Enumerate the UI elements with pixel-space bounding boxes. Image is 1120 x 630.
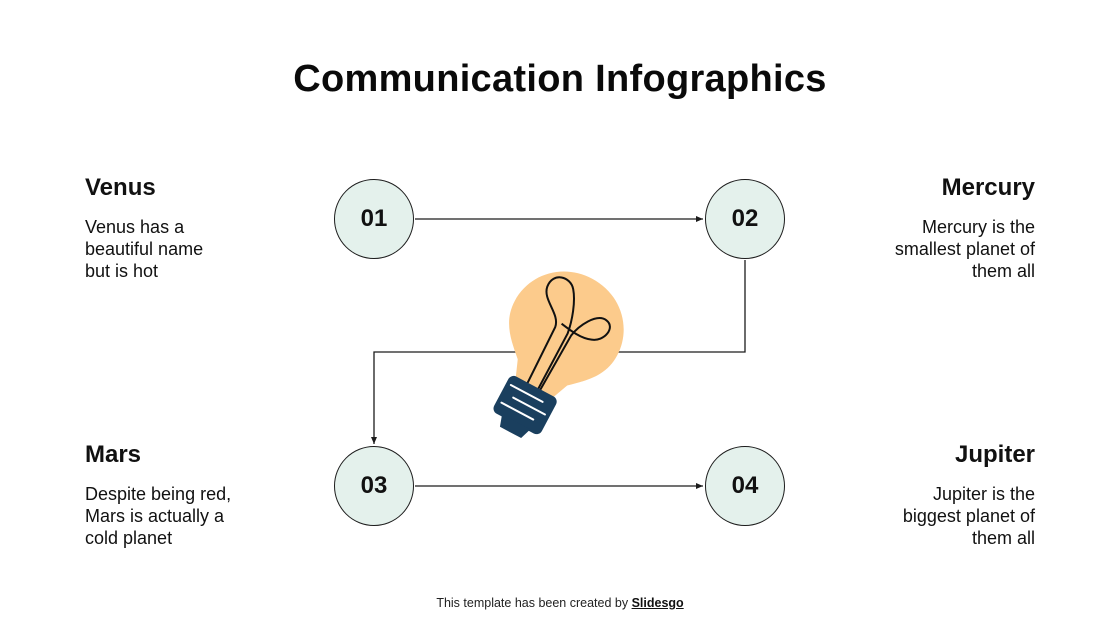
info-text-line: cold planet bbox=[85, 528, 173, 548]
info-text-line: Jupiter is the bbox=[932, 484, 1035, 504]
slide-title: Communication Infographics bbox=[293, 58, 827, 100]
info-text-line: them all bbox=[971, 261, 1035, 281]
info-text-line: beautiful name bbox=[85, 239, 204, 259]
info-text-line: biggest planet of bbox=[902, 506, 1035, 526]
info-heading: Venus bbox=[85, 174, 156, 201]
step-node-03: 03 bbox=[334, 446, 414, 526]
info-text-line: Mercury is the bbox=[921, 217, 1035, 237]
info-text-line: Venus has a bbox=[85, 217, 185, 237]
step-node-02: 02 bbox=[705, 179, 785, 259]
info-block-venus: Venus Venus has a beautiful name but is … bbox=[85, 174, 285, 282]
info-block-mercury: Mercury Mercury is the smallest planet o… bbox=[835, 174, 1035, 282]
info-text: Mercury is the smallest planet of them a… bbox=[835, 216, 1035, 282]
footer-text: This template has been created by bbox=[436, 596, 632, 610]
info-text-line: Mars is actually a bbox=[85, 506, 225, 526]
info-block-jupiter: Jupiter Jupiter is the biggest planet of… bbox=[835, 441, 1035, 549]
info-text-line: but is hot bbox=[85, 261, 159, 281]
info-text-line: them all bbox=[971, 528, 1035, 548]
info-heading: Mars bbox=[85, 441, 142, 468]
info-text-line: smallest planet of bbox=[894, 239, 1035, 259]
info-text-line: Despite being red, bbox=[85, 484, 232, 504]
info-text: Jupiter is the biggest planet of them al… bbox=[835, 483, 1035, 549]
step-node-04: 04 bbox=[705, 446, 785, 526]
info-heading: Jupiter bbox=[954, 441, 1035, 468]
step-node-01: 01 bbox=[334, 179, 414, 259]
info-text: Venus has a beautiful name but is hot bbox=[85, 216, 285, 282]
slidesgo-link[interactable]: Slidesgo bbox=[631, 596, 684, 610]
footer-credit: This template has been created by Slides… bbox=[0, 596, 1120, 610]
info-block-mars: Mars Despite being red, Mars is actually… bbox=[85, 441, 285, 549]
info-text: Despite being red, Mars is actually a co… bbox=[85, 483, 285, 549]
lightbulb-icon bbox=[493, 271, 624, 439]
info-heading: Mercury bbox=[941, 174, 1035, 201]
